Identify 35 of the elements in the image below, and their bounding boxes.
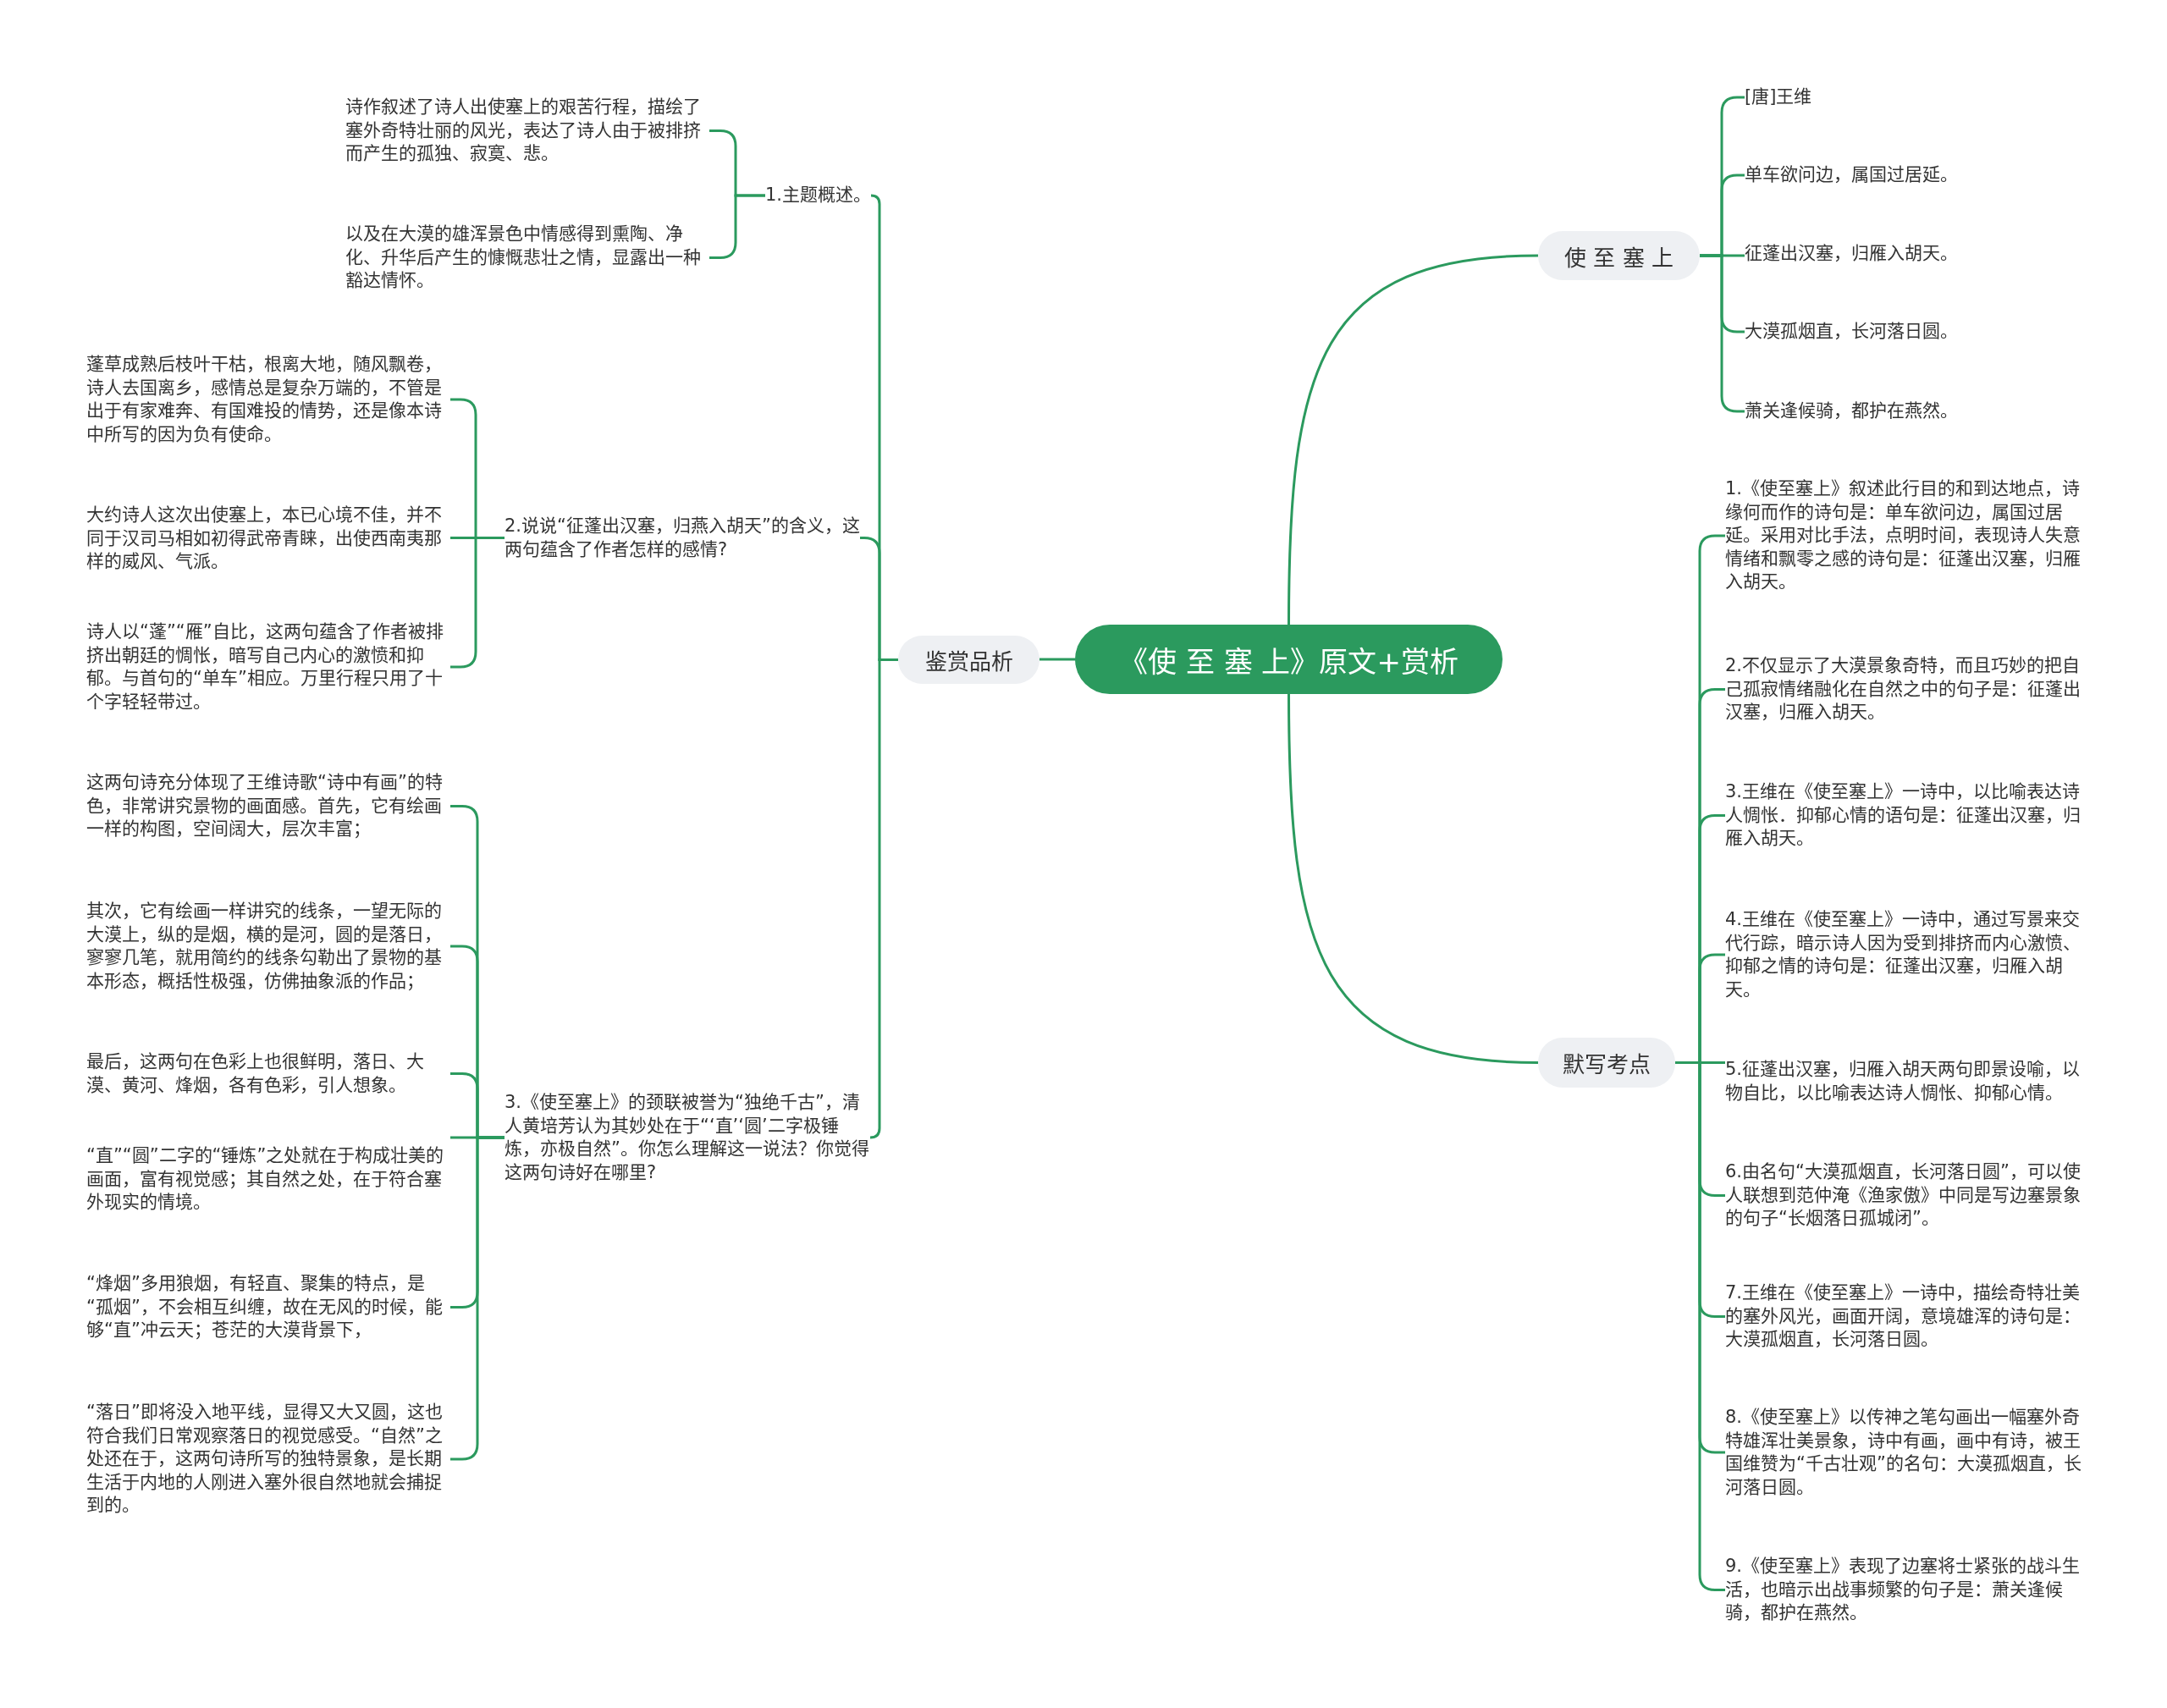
note-text: 单车欲问边，属国过居延。 [1745, 163, 1958, 187]
note-text: “烽烟”多用狼烟，有轻直、聚集的特点，是“孤烟”，不会相互纠缠，故在无风的时候，能够“直”冲云天；苍茫的大漠背景下， [86, 1272, 450, 1342]
central-topic: 《使 至 塞 上》原文+赏析 [1075, 625, 1503, 694]
note-text: 以及在大漠的雄浑景色中情感得到熏陶、净化、升华后产生的慷慨悲壮之情，显露出一种豁达情怀。 [345, 223, 709, 293]
note-text: 这两句诗充分体现了王维诗歌“诗中有画”的特色，非常讲究景物的画面感。首先，它有绘画一样的构图，空间阔大，层次丰富； [86, 771, 450, 841]
note-text: 2.不仅显示了大漠景象奇特，而且巧妙的把自己孤寂情绪融化在自然之中的句子是：征蓬出汉塞，归雁入胡天。 [1725, 654, 2089, 725]
note-text: “落日”即将没入地平线，显得又大又圆，这也符合我们日常观察落日的视觉感受。“自然”之处还在于，这两句诗所写的独特景象，是长期生活于内地的人刚进入塞外很自然地就会捕捉到的。 [86, 1401, 450, 1518]
note-text: 诗人以“蓬”“雁”自比，这两句蕴含了作者被排挤出朝廷的惆怅，暗写自己内心的激愤和抑郁。与首句的“单车”相应。万里行程只用了十个字轻轻带过。 [86, 620, 450, 714]
subtopic-text: 3.《使至塞上》的颈联被誉为“独绝千古”，清人黄培芳认为其妙处在于“‘直’‘圆’二字极锤炼，亦极自然”。你怎么理解这一说法？你觉得这两句诗好在哪里? [505, 1091, 870, 1184]
note-text: 1.《使至塞上》叙述此行目的和到达地点，诗缘何而作的诗句是：单车欲问边，属国过居延。采用对比手法，点明时间，表现诗人失意情绪和飘零之感的诗句是：征蓬出汉塞，归雁入胡天。 [1725, 477, 2089, 594]
note-text: 大约诗人这次出使塞上，本已心境不佳，并不同于汉司马相如初得武帝青睐，出使西南夷那样的威风、气派。 [86, 504, 450, 574]
note-text: 7.王维在《使至塞上》一诗中，描绘奇特壮美的塞外风光，画面开阔，意境雄浑的诗句是：大漠孤烟直，长河落日圆。 [1725, 1281, 2089, 1352]
note-text: [唐]王维 [1745, 85, 1812, 109]
note-text: 5.征蓬出汉塞，归雁入胡天两句即景设喻，以物自比，以比喻表达诗人惆怅、抑郁心情。 [1725, 1058, 2089, 1105]
subtopic-text: 2.说说“征蓬出汉塞，归燕入胡天”的含义，这两句蕴含了作者怎样的感情? [505, 515, 860, 561]
note-text: 诗作叙述了诗人出使塞上的艰苦行程，描绘了塞外奇特壮丽的风光，表达了诗人由于被排挤而产生的孤独、寂寞、悲。 [345, 96, 709, 166]
branch-topic: 鉴赏品析 [898, 636, 1039, 684]
branch-topic: 使 至 塞 上 [1538, 231, 1700, 280]
subtopic-text: 1.主题概述。 [765, 184, 872, 207]
connector-line [1288, 254, 1539, 625]
note-text: 大漠孤烟直，长河落日圆。 [1745, 320, 1958, 344]
note-text: 4.王维在《使至塞上》一诗中，通过写景来交代行踪，暗示诗人因为受到排挤而内心激愤、抑郁之情的诗句是：征蓬出汉塞，归雁入胡天。 [1725, 908, 2089, 1001]
note-text: “直”“圆”二字的“锤炼”之处就在于构成壮美的画面，富有视觉感；其自然之处，在于符合塞外现实的情境。 [86, 1144, 450, 1215]
note-text: 其次，它有绘画一样讲究的线条，一望无际的大漠上，纵的是烟，横的是河，圆的是落日，寥寥几笔，就用简约的线条勾勒出了景物的基本形态，概括性极强，仿佛抽象派的作品； [86, 900, 450, 993]
note-text: 最后，这两句在色彩上也很鲜明，落日、大漠、黄河、烽烟，各有色彩，引人想象。 [86, 1050, 450, 1097]
note-text: 9.《使至塞上》表现了边塞将士紧张的战斗生活，也暗示出战事频繁的句子是：萧关逢候骑，都护在燕然。 [1725, 1555, 2089, 1625]
note-text: 3.王维在《使至塞上》一诗中，以比喻表达诗人惆怅．抑郁心情的语句是：征蓬出汉塞，归雁入胡天。 [1725, 780, 2089, 851]
note-text: 8.《使至塞上》以传神之笔勾画出一幅塞外奇特雄浑壮美景象，诗中有画，画中有诗，被王国维赞为“千古壮观”的名句：大漠孤烟直，长河落日圆。 [1725, 1406, 2089, 1499]
branch-topic: 默写考点 [1538, 1038, 1675, 1088]
connector-line [1039, 658, 1075, 661]
note-text: 6.由名句“大漠孤烟直，长河落日圆”，可以使人联想到范仲淹《渔家傲》中同是写边塞景象的句子“长烟落日孤城闭”。 [1725, 1160, 2089, 1231]
note-text: 萧关逢候骑，都护在燕然。 [1745, 399, 1958, 423]
note-text: 蓬草成熟后枝叶干枯，根离大地，随风飘卷，诗人去国离乡，感情总是复杂万端的，不管是出于有家难奔、有国难投的情势，还是像本诗中所写的因为负有使命。 [86, 353, 450, 446]
note-text: 征蓬出汉塞，归雁入胡天。 [1745, 242, 1958, 266]
connector-line [1288, 694, 1539, 1064]
